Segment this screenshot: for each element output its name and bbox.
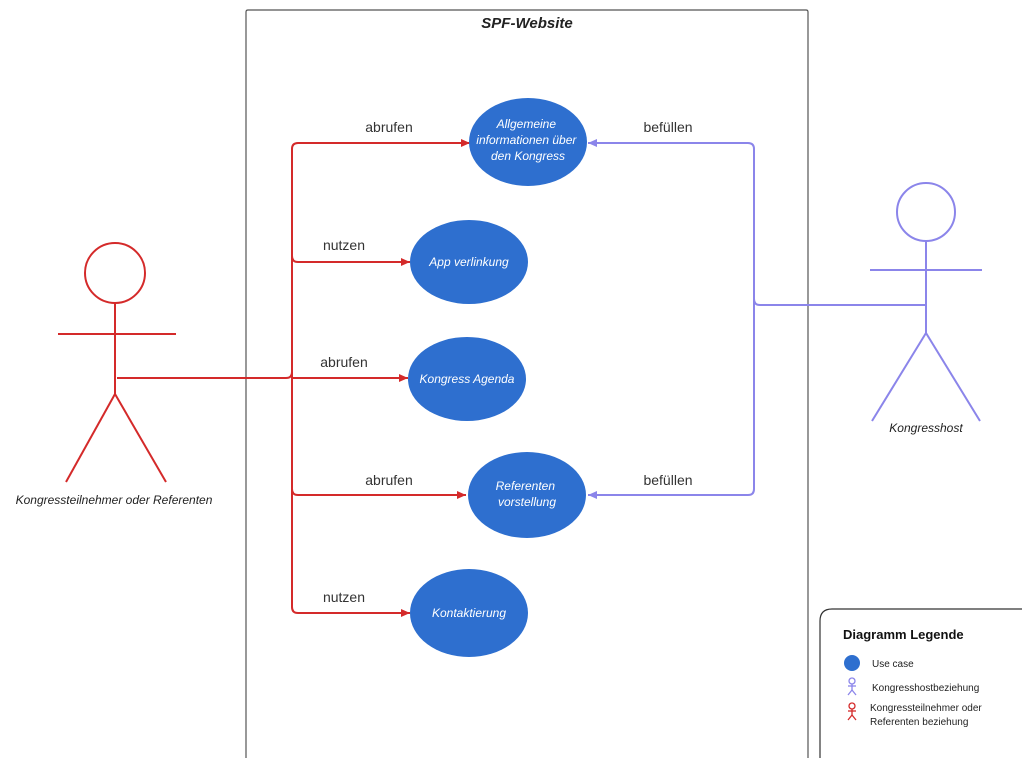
use-case-info-line-2: informationen über — [476, 133, 577, 147]
use-case-info-line-3: den Kongress — [491, 149, 565, 163]
use-case-app-link[interactable]: App verlinkung — [410, 220, 528, 304]
edge-label-1: abrufen — [365, 119, 412, 135]
host-edge-line-2 — [588, 488, 755, 499]
svg-text:Referenten vorstellung: Referenten vorstellung — [496, 479, 559, 509]
edge-line-3 — [285, 372, 408, 378]
host-edge-line-1 — [588, 139, 755, 150]
participant-actor-name: Kongressteilnehmer oder Referenten — [16, 493, 213, 507]
use-case-agenda[interactable]: Kongress Agenda — [408, 337, 526, 421]
host-actor-name: Kongresshost — [889, 421, 963, 435]
svg-text:Allgemeine informationen: Allgemeine informationen über den Kongre… — [476, 117, 579, 163]
use-case-speakers-line-2: vorstellung — [498, 495, 556, 509]
use-case-app-link-label: App verlinkung — [428, 255, 509, 269]
host-legend-icon — [847, 677, 857, 696]
host-edge-label-1: befüllen — [643, 119, 692, 135]
edge-line-2 — [291, 255, 410, 266]
svg-text:Kongressteilnehmer oder: Kongressteilnehmer oder Referenten bezie… — [870, 703, 985, 728]
use-case-speakers[interactable]: Referenten vorstellung — [468, 452, 586, 538]
legend-participant-line-2: Referenten beziehung — [870, 717, 968, 728]
legend: Diagramm Legende Use case Kongresshostbe… — [819, 608, 1022, 758]
legend-host: Kongresshostbeziehung — [872, 683, 979, 694]
legend-use-case: Use case — [872, 659, 914, 670]
edge-label-4: abrufen — [365, 472, 412, 488]
use-case-speakers-line-1: Referenten — [496, 479, 556, 493]
participant-actor — [58, 242, 176, 483]
participant-bus — [291, 142, 299, 614]
use-case-agenda-label: Kongress Agenda — [420, 372, 515, 386]
system-title: SPF-Website — [481, 15, 572, 32]
host-edge-label-2: befüllen — [643, 472, 692, 488]
edge-label-3: abrufen — [320, 354, 367, 370]
use-case-contact-label: Kontaktierung — [432, 606, 506, 620]
edge-label-2: nutzen — [323, 237, 365, 253]
system-boundary: SPF-Website — [245, 9, 809, 758]
participant-associations — [117, 139, 470, 617]
use-case-contact[interactable]: Kontaktierung — [410, 569, 528, 657]
use-case-info[interactable]: Allgemeine informationen über den Kongre… — [469, 98, 587, 186]
legend-participant-line-1: Kongressteilnehmer oder — [870, 703, 982, 714]
use-case-info-line-1: Allgemeine — [496, 117, 557, 131]
participant-legend-icon — [847, 702, 857, 721]
edge-line-4 — [291, 488, 466, 499]
host-actor — [870, 182, 982, 422]
host-associations — [588, 139, 926, 499]
use-case-legend-icon — [844, 655, 860, 671]
edge-label-5: nutzen — [323, 589, 365, 605]
legend-title: Diagramm Legende — [843, 627, 964, 642]
